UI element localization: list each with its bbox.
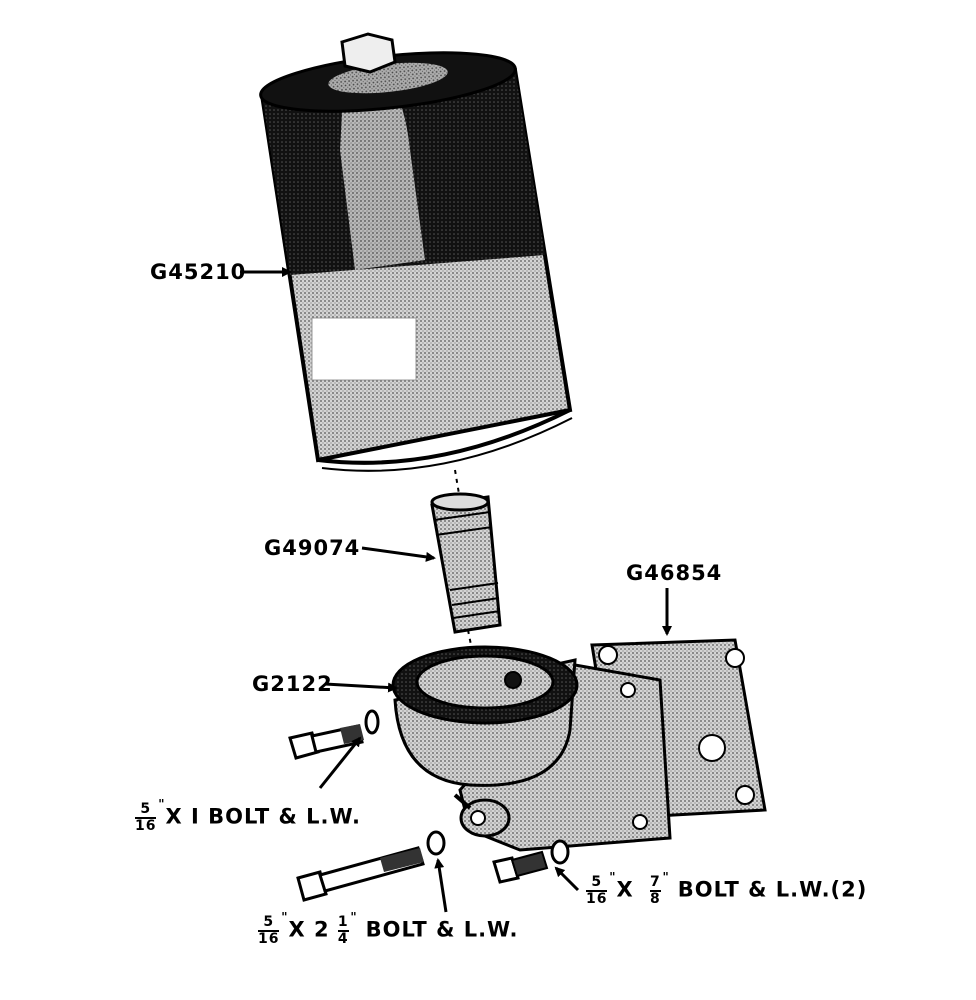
lock-washer-3 [550,839,570,865]
lock-washer-1 [364,709,380,735]
lock-washer-2 [426,830,446,856]
label-base: G2122 [252,672,333,696]
label-gasket: G46854 [626,561,723,585]
pipe-nipple [430,492,502,634]
bolt-3 [492,839,570,884]
filter-label-panel [311,317,417,381]
leader-arrows [240,267,672,913]
label-nipple: G49074 [264,536,361,560]
label-filter: G45210 [150,260,247,284]
filter-base [391,645,672,852]
bolt-2 [296,830,446,902]
bolt-1 [288,709,380,760]
filter-cartridge [259,32,573,472]
hex-nut [340,32,397,74]
